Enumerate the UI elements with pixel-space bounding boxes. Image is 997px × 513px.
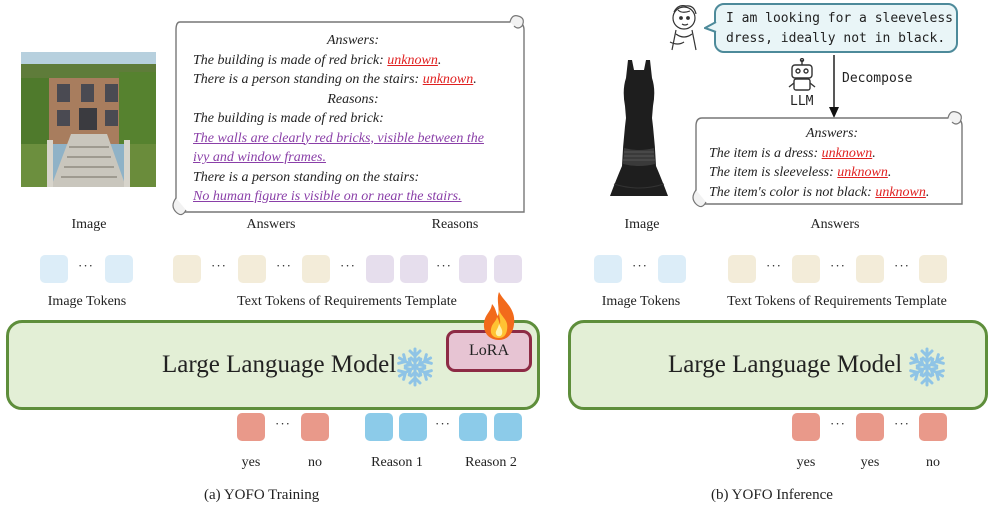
ellipsis: ···	[211, 258, 227, 273]
ellipsis: ···	[78, 258, 94, 273]
ellipsis: ···	[830, 416, 846, 431]
reason-output-token	[399, 413, 427, 441]
reason-token	[400, 255, 428, 283]
ellipsis: ···	[894, 258, 910, 273]
reason-output-token	[494, 413, 522, 441]
robot-icon	[788, 58, 816, 91]
ellipsis: ···	[894, 416, 910, 431]
snowflake-icon	[909, 347, 945, 387]
ellipsis: ···	[632, 258, 648, 273]
decompose-arrow	[829, 55, 839, 118]
inference-scroll-frame	[692, 111, 963, 208]
answer-3-text: The item's color is not black:	[709, 184, 876, 200]
inference-caption: (b) YOFO Inference	[711, 487, 833, 503]
answer-2-text: The item is sleeveless:	[709, 165, 838, 180]
llm-small-label: LLM	[790, 94, 814, 109]
training-image-label: Image	[71, 217, 107, 232]
training-llm-label: Large Language Model	[162, 351, 397, 378]
query-line-2: dress, ideally not in black.	[726, 31, 946, 46]
ellipsis: ···	[276, 258, 292, 273]
image-token	[105, 255, 133, 283]
answer-token	[919, 255, 947, 283]
output-label-reason-2: Reason 2	[465, 455, 517, 470]
training-scroll-frame	[172, 15, 525, 216]
answer-1-text: The building is made of red brick:	[193, 52, 388, 68]
user-query-bubble: I am looking for a sleeveless dress, ide…	[714, 3, 958, 53]
training-reasons-title: Reasons:	[327, 91, 379, 107]
reason-token	[366, 255, 394, 283]
training-answer-2: There is a person standing on the stairs…	[193, 72, 477, 87]
ellipsis: ···	[275, 416, 291, 431]
image-token	[40, 255, 68, 283]
building-image	[21, 52, 156, 187]
reason-1-line-1: The walls are clearly red bricks, visibl…	[193, 130, 484, 146]
training-answers-label: Answers	[246, 217, 296, 232]
training-image-tokens-label: Image Tokens	[47, 294, 127, 309]
output-token-yes	[237, 413, 265, 441]
query-line-1: I am looking for a sleeveless	[726, 11, 953, 26]
answer-token	[728, 255, 756, 283]
output-token-yes	[856, 413, 884, 441]
reason-1-head: The building is made of red brick:	[193, 111, 384, 126]
output-label-yes: yes	[241, 455, 261, 470]
answer-token	[238, 255, 266, 283]
dress-image	[598, 56, 680, 204]
answer-token	[173, 255, 201, 283]
ellipsis: ···	[830, 258, 846, 273]
answer-2-value: unknown	[837, 165, 888, 180]
output-token-no	[919, 413, 947, 441]
decompose-label: Decompose	[842, 71, 913, 86]
answer-2-text: There is a person standing on the stairs…	[193, 72, 423, 87]
reason-output-token	[459, 413, 487, 441]
reason-2-line-1: No human figure is visible on or near th…	[193, 189, 462, 204]
ellipsis: ···	[340, 258, 356, 273]
training-reasons-label: Reasons	[431, 217, 479, 232]
answer-token	[856, 255, 884, 283]
training-scroll-content: Answers: The building is made of red bri…	[193, 31, 513, 207]
answer-token	[302, 255, 330, 283]
answer-1-value: unknown	[387, 52, 438, 68]
output-label-no: no	[308, 455, 322, 470]
image-token	[658, 255, 686, 283]
training-caption: (a) YOFO Training	[204, 487, 320, 503]
snowflake-icon	[397, 347, 433, 387]
answer-1-value: unknown	[821, 145, 873, 161]
fire-icon	[483, 292, 515, 340]
inference-image-label: Image	[624, 217, 660, 232]
inference-llm-label: Large Language Model	[668, 351, 903, 378]
ellipsis: ···	[766, 258, 782, 273]
reason-token	[494, 255, 522, 283]
training-answers-title: Answers:	[326, 33, 380, 48]
output-label-no: no	[926, 455, 940, 470]
answer-token	[792, 255, 820, 283]
inference-answer-2: The item is sleeveless: unknown.	[709, 165, 892, 180]
inference-image-tokens-label: Image Tokens	[601, 294, 681, 309]
training-answer-1: The building is made of red brick: unkno…	[193, 52, 442, 68]
output-token-yes	[792, 413, 820, 441]
ellipsis: ···	[436, 258, 452, 273]
output-token-no	[301, 413, 329, 441]
lora-module: LoRA	[446, 330, 532, 372]
training-text-tokens-label: Text Tokens of Requirements Template	[237, 294, 457, 309]
reason-2-head: There is a person standing on the stairs…	[193, 169, 420, 185]
bubble-tail	[704, 21, 717, 33]
inference-answers-title: Answers:	[805, 126, 859, 141]
answer-2-value: unknown	[422, 72, 474, 87]
output-label-reason-1: Reason 1	[371, 455, 423, 470]
output-label-yes: yes	[860, 455, 880, 470]
inference-answer-3: The item's color is not black: unknown.	[709, 184, 930, 200]
ellipsis: ···	[435, 416, 451, 431]
answer-3-value: unknown	[875, 184, 926, 200]
reason-output-token	[365, 413, 393, 441]
reason-1-line-2: ivy and window frames.	[193, 150, 326, 165]
inference-text-tokens-label: Text Tokens of Requirements Template	[727, 294, 947, 309]
inference-answers-label: Answers	[810, 217, 860, 232]
inference-scroll-content: Answers: The item is a dress: unknown. T…	[709, 124, 955, 202]
answer-1-text: The item is a dress:	[709, 145, 822, 161]
image-token	[594, 255, 622, 283]
inference-answer-1: The item is a dress: unknown.	[709, 145, 876, 161]
output-label-yes: yes	[796, 455, 816, 470]
person-sketch-icon	[669, 5, 697, 51]
reason-token	[459, 255, 487, 283]
